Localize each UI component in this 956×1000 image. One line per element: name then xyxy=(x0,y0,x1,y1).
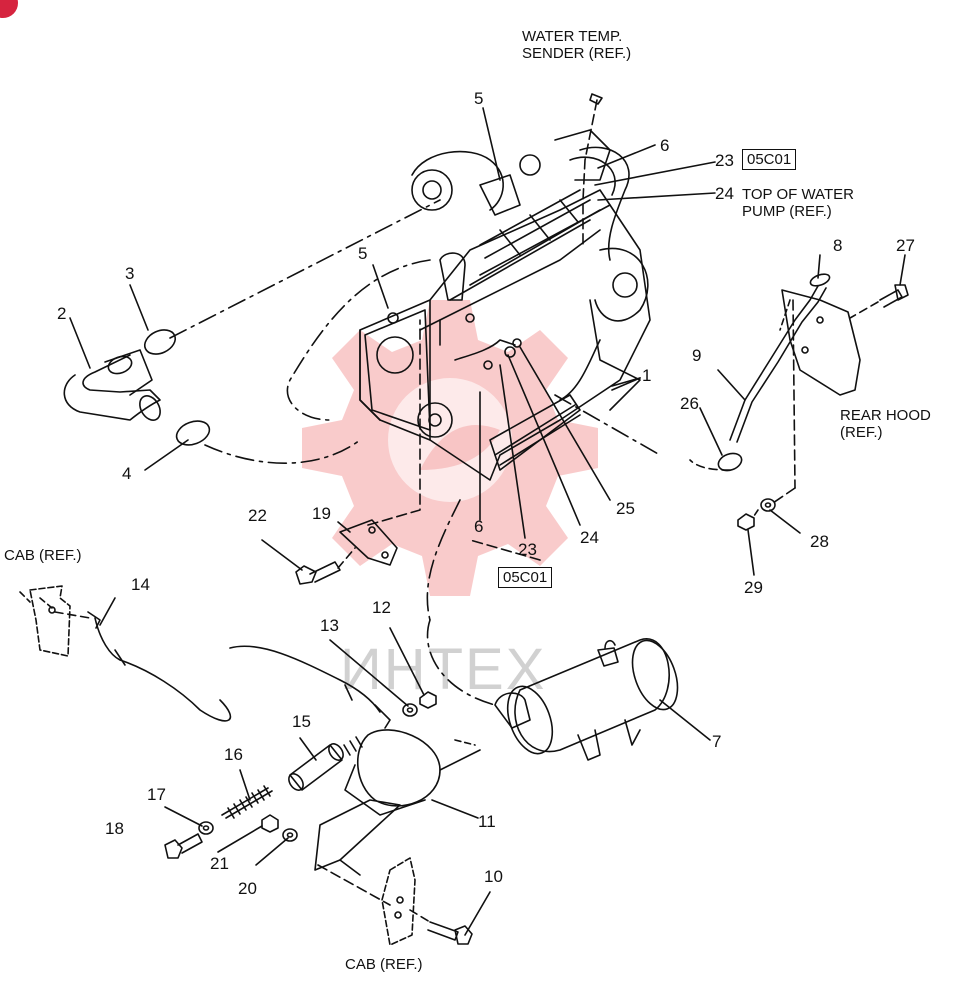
bolt-10 xyxy=(427,921,473,945)
note-cab-ref-left: CAB (REF.) xyxy=(4,547,82,564)
ref-box-lower[interactable]: 05C01 xyxy=(498,567,553,588)
engine-assembly xyxy=(359,129,651,481)
callout-5-upper: 5 xyxy=(474,89,484,108)
callout-8: 8 xyxy=(833,236,843,255)
callout-1: 1 xyxy=(642,366,652,385)
hose-clamp-upper xyxy=(143,329,177,355)
callout-29: 29 xyxy=(744,578,763,597)
spring-16 xyxy=(221,736,363,819)
washer-17 xyxy=(198,821,214,835)
callout-5-lower: 5 xyxy=(358,244,368,263)
muffler xyxy=(426,499,679,761)
water-temp-sender-leader xyxy=(582,93,603,246)
watermark-text: ИНТЕХ xyxy=(340,637,547,702)
callout-6-upper: 6 xyxy=(660,136,670,155)
callout-15: 15 xyxy=(292,712,311,731)
elbow-pipe xyxy=(63,349,161,421)
rear-hood-panel xyxy=(769,289,861,506)
note-water-temp-sender: WATER TEMP. SENDER (REF.) xyxy=(522,28,632,62)
cab-panel-left xyxy=(29,585,71,657)
callout-24-lower: 24 xyxy=(580,528,599,547)
callout-16: 16 xyxy=(224,745,243,764)
nut-29 xyxy=(737,513,755,531)
callout-12: 12 xyxy=(372,598,391,617)
callout-27: 27 xyxy=(896,236,915,255)
washer-13 xyxy=(402,703,418,717)
callout-18: 18 xyxy=(105,819,124,838)
washer-28 xyxy=(760,498,776,512)
cab-panel-bottom xyxy=(381,857,416,946)
callout-26: 26 xyxy=(680,394,699,413)
washer-20 xyxy=(282,828,298,842)
hose-clamp-lower xyxy=(175,420,211,446)
callout-7: 7 xyxy=(712,732,722,751)
ref-box-upper[interactable]: 05C01 xyxy=(742,149,797,170)
nut-12 xyxy=(419,691,437,709)
callout-23-upper: 23 xyxy=(715,151,734,170)
callout-17: 17 xyxy=(147,785,166,804)
callout-13: 13 xyxy=(320,616,339,635)
callout-20: 20 xyxy=(238,879,257,898)
band-bracket xyxy=(314,729,481,876)
note-rear-hood: REAR HOOD (REF.) xyxy=(840,407,931,441)
bolt-18 xyxy=(164,833,203,859)
bolt-27 xyxy=(849,284,909,319)
callout-25: 25 xyxy=(616,499,635,518)
mounting-plate xyxy=(339,519,398,566)
callout-3: 3 xyxy=(125,264,135,283)
callout-24-upper: 24 xyxy=(715,184,734,203)
callout-22: 22 xyxy=(248,506,267,525)
nut-21 xyxy=(261,814,279,833)
callout-9: 9 xyxy=(692,346,702,365)
callout-10: 10 xyxy=(484,867,503,886)
bolt-22 xyxy=(295,547,356,585)
callout-6-lower: 6 xyxy=(474,517,484,536)
note-cab-ref-bottom: CAB (REF.) xyxy=(345,956,423,973)
note-top-of-water-pump: TOP OF WATER PUMP (REF.) xyxy=(742,186,854,220)
callout-14: 14 xyxy=(131,575,150,594)
callout-21: 21 xyxy=(210,854,229,873)
callout-11: 11 xyxy=(478,812,496,831)
control-cable xyxy=(39,597,391,729)
corner-badge-icon xyxy=(0,0,18,18)
callout-4: 4 xyxy=(122,464,132,483)
callout-19: 19 xyxy=(312,504,331,523)
callout-2: 2 xyxy=(57,304,67,323)
callout-28: 28 xyxy=(810,532,829,551)
sleeve-15 xyxy=(288,743,344,791)
callout-23-lower: 23 xyxy=(518,540,537,559)
